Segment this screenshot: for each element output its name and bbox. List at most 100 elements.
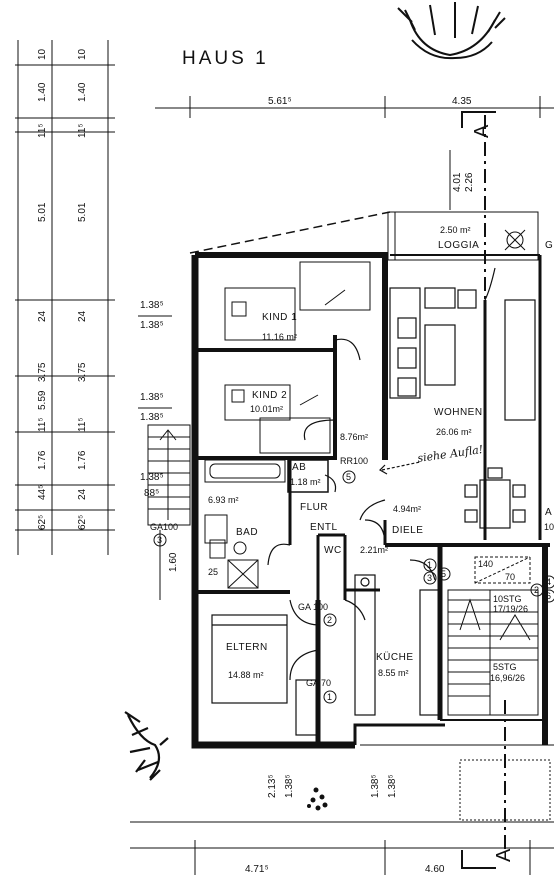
left-dim-c1-4: 24 <box>37 310 48 322</box>
stg10-value: 17/19/26 <box>493 604 528 614</box>
left-dim-c3-3: 1.38⁵ <box>140 412 164 423</box>
left-dim-c2-5: 3.75 <box>77 362 88 382</box>
left-dim-c1-8: 1.76 <box>37 450 48 470</box>
left-dim-c1-10: 62⁵ <box>37 515 48 530</box>
left-dim-c1-7: 11⁵ <box>37 417 48 432</box>
bath-fixtures <box>204 459 286 589</box>
circ-1: 1 <box>427 560 432 570</box>
furniture-wohnen <box>389 287 536 529</box>
left-dim-c3-1: 1.38⁵ <box>140 320 164 331</box>
room-wc-area: 2.21m² <box>360 545 388 555</box>
room-kind2-area: 10.01m² <box>250 404 283 414</box>
left-dim-c2-4: 24 <box>77 310 88 322</box>
left-dim-c3-4: 1.38⁵ <box>140 472 164 483</box>
side-a: A <box>545 507 552 518</box>
plan-title: HAUS 1 <box>182 48 269 69</box>
room-bad-name: BAD <box>236 527 258 538</box>
bottom-dim-2: 4.60 <box>425 864 445 875</box>
room-entl-name: ENTL <box>310 522 338 533</box>
room-wohnen-name: WOHNEN <box>434 407 483 418</box>
exterior-bottom <box>130 744 554 875</box>
num-rr100: 5 <box>346 472 351 482</box>
circ-5: 5 <box>441 569 446 579</box>
room-kueche-name: KÜCHE <box>376 651 414 663</box>
room-loggia-area: 2.50 m² <box>440 225 471 235</box>
left-dim-c2-3: 5.01 <box>77 202 88 222</box>
roof-line <box>189 211 391 254</box>
furniture-kind2 <box>224 384 331 454</box>
room-eltern-name: ELTERN <box>226 642 268 653</box>
left-dim-c2-8: 24 <box>77 488 88 500</box>
dim-140: 140 <box>478 559 493 569</box>
foot-dim-b: 1.38⁵ <box>284 774 295 798</box>
left-dim-c1-2: 11⁵ <box>37 123 48 138</box>
outside-stairs-left <box>147 424 191 526</box>
dim-70: 70 <box>505 572 515 582</box>
room-kind2-name: KIND 2 <box>252 390 287 401</box>
plant-dots <box>307 787 328 811</box>
num-ga100-mid: 2 <box>327 615 332 625</box>
left-dim-c2-7: 1.76 <box>77 450 88 470</box>
left-dim-c1-6: 5.59 <box>37 390 48 410</box>
top-dim-2: 4.35 <box>452 96 472 107</box>
left-dim-c3-2: 1.38⁵ <box>140 392 164 403</box>
side-10: 10 <box>544 522 554 532</box>
section-mark-bottom: A <box>493 848 515 862</box>
circ-6: 6 <box>546 591 551 601</box>
tree-symbol-bottom <box>124 711 169 781</box>
left-dim-c2-9: 62⁵ <box>77 515 88 530</box>
left-dim-c1-3: 5.01 <box>37 202 48 222</box>
room-flur-name: FLUR <box>300 502 328 513</box>
room-kueche-area: 8.55 m² <box>378 668 409 678</box>
room-ab-area: 1.18 m² <box>290 477 321 487</box>
stg5-value: 16,96/26 <box>490 673 525 683</box>
door-arcs <box>267 338 436 681</box>
walls <box>191 252 550 749</box>
left-dim-c3-6: 1.60 <box>168 552 179 572</box>
loggia-symbol <box>504 229 526 251</box>
left-dim-c2-0: 10 <box>77 48 88 60</box>
staircase-right <box>447 556 539 716</box>
side-g: G <box>545 240 553 251</box>
section-arrows <box>461 111 496 869</box>
left-dimension-lines <box>15 40 161 600</box>
circ-4: 4 <box>546 577 551 587</box>
left-dim-c1-1: 1.40 <box>37 82 48 102</box>
top-dim-1: 5.61⁵ <box>268 96 292 107</box>
label-ga100-mid: GA 100 <box>298 602 328 612</box>
kitchen-counter <box>354 574 441 716</box>
room-loggia-name: LOGGIA <box>438 240 479 251</box>
left-dim-c3-0: 1.38⁵ <box>140 300 164 311</box>
left-dim-c1-9: 44⁵ <box>37 485 48 500</box>
loggia-outline <box>387 211 539 261</box>
handwritten-note: siehe Aufla! <box>417 443 484 465</box>
room-ab-name: AB <box>292 462 306 473</box>
right-dim-a: 4.01 <box>452 172 463 192</box>
room-wohnen-area: 26.06 m² <box>436 427 472 437</box>
section-line-a <box>484 115 506 850</box>
flur-area: 8.76m² <box>340 432 368 442</box>
circ-3: 3 <box>427 573 432 583</box>
left-dim-c1-0: 10 <box>37 48 48 60</box>
room-kind1-name: KIND 1 <box>262 312 297 323</box>
room-kind1-area: 11.16 m² <box>262 332 297 342</box>
label-ga70: GA 70 <box>306 678 331 688</box>
dim-25: 25 <box>208 567 218 577</box>
room-diele-name: DIELE <box>392 525 423 536</box>
label-ga100-left: GA100 <box>150 522 178 532</box>
section-mark-top: A <box>471 124 493 138</box>
circ-2: 2 <box>534 585 539 595</box>
left-dim-c3-5: 88⁵ <box>144 488 159 499</box>
left-dim-c2-1: 1.40 <box>77 82 88 102</box>
left-dim-c1-5: 3.75 <box>37 362 48 382</box>
num-ga100-left: 3 <box>157 535 162 545</box>
foot-dim-a: 2.13⁵ <box>267 774 278 798</box>
furniture-kind1 <box>224 261 371 341</box>
left-dim-c2-2: 11⁵ <box>77 123 88 138</box>
room-bad-area: 6.93 m² <box>208 495 239 505</box>
room-diele-area: 4.94m² <box>393 504 421 514</box>
furniture-eltern <box>211 614 319 736</box>
left-dim-c2-6: 11⁵ <box>77 417 88 432</box>
tree-symbol-top <box>397 2 506 60</box>
